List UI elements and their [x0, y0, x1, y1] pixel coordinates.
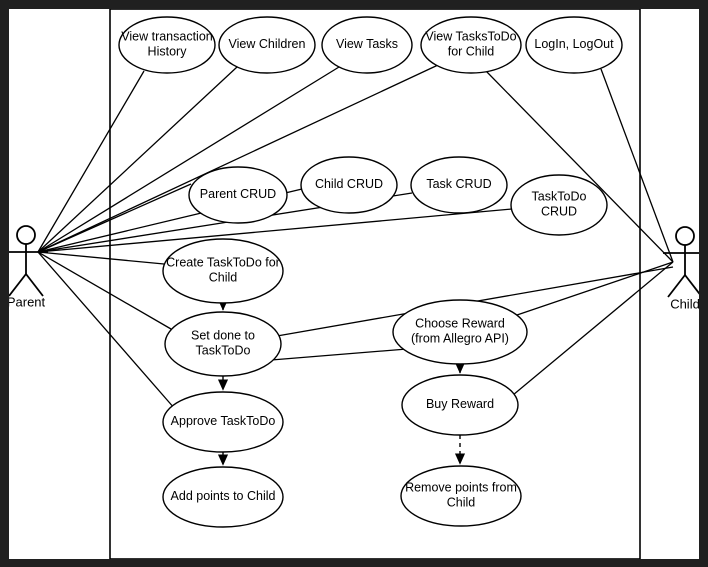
actor-head-icon [675, 226, 695, 246]
actor-left-leg-line [667, 274, 686, 298]
use-case-ellipse-view-tasks[interactable] [321, 16, 413, 74]
system-boundary [109, 9, 641, 559]
association-child-choose-reward [516, 261, 674, 316]
use-case-parent-crud[interactable]: Parent CRUD [188, 166, 288, 224]
use-case-ellipse-view-transaction-history[interactable] [118, 16, 216, 74]
actors-layer[interactable]: Parent Child [9, 225, 699, 311]
use-case-task-crud[interactable]: Task CRUD [410, 156, 508, 214]
actor-parent[interactable]: Parent [9, 225, 48, 309]
use-case-login-logout[interactable]: LogIn, LogOut [525, 16, 623, 74]
use-case-ellipse-view-taskstodo-for-child[interactable] [420, 16, 522, 74]
use-case-buy-reward[interactable]: Buy Reward [401, 374, 519, 436]
use-case-add-points-to-child[interactable]: Add points to Child [162, 466, 284, 528]
system-boundary-rect [109, 9, 641, 559]
association-parent-view-transaction-history [37, 70, 145, 253]
actor-right-leg-line [25, 273, 44, 297]
actor-label-child: Child [670, 296, 699, 311]
actor-right-leg-line [684, 274, 699, 295]
use-case-ellipse-choose-reward[interactable] [392, 299, 528, 365]
use-case-ellipse-task-crud[interactable] [410, 156, 508, 214]
use-case-label-task-crud: Task CRUD [426, 177, 491, 191]
use-case-child-crud[interactable]: Child CRUD [300, 156, 398, 214]
association-parent-view-taskstodo-for-child [37, 64, 439, 253]
association-child-login-logout [600, 68, 674, 263]
association-parent-set-done-to-tasktodo [37, 251, 172, 330]
association-lines-layer [37, 64, 674, 410]
association-choose-reward-set-done [258, 348, 408, 362]
use-case-label-view-tasks: View Tasks [336, 37, 398, 51]
use-case-ellipse-remove-points-from-child[interactable] [400, 465, 522, 527]
use-case-ellipse-add-points-to-child[interactable] [162, 466, 284, 528]
actor-child[interactable]: Child [663, 226, 699, 311]
use-case-ellipse-child-crud[interactable] [300, 156, 398, 214]
association-parent-view-children [37, 66, 238, 253]
actor-label-parent: Parent [9, 294, 46, 309]
use-case-label-parent-crud: Parent CRUD [200, 187, 276, 201]
association-parent-view-tasks [37, 66, 340, 253]
use-case-ellipse-view-children[interactable] [218, 16, 316, 74]
use-case-view-children[interactable]: View Children [218, 16, 316, 74]
use-case-label-choose-reward: Choose Reward(from Allegro API) [411, 317, 509, 346]
use-case-label-approve-tasktodo: Approve TaskToDo [171, 414, 276, 428]
use-case-ellipse-create-tasktodo-for-child[interactable] [162, 238, 284, 304]
association-child-view-taskstodo-for-child [485, 70, 674, 263]
use-case-choose-reward[interactable]: Choose Reward(from Allegro API) [392, 299, 528, 365]
flow-arrows-layer [217, 299, 466, 466]
association-parent-parent-crud [37, 183, 192, 253]
use-case-label-login-logout: LogIn, LogOut [534, 37, 614, 51]
association-parent-tasktodo-crud [37, 208, 513, 253]
use-case-label-buy-reward: Buy Reward [426, 397, 494, 411]
association-parent-create-tasktodo-for-child [37, 251, 165, 265]
use-case-ellipse-tasktodo-crud[interactable] [510, 174, 608, 236]
use-case-ellipse-login-logout[interactable] [525, 16, 623, 74]
use-case-label-child-crud: Child CRUD [315, 177, 383, 191]
use-case-label-add-points-to-child: Add points to Child [171, 489, 276, 503]
use-case-ellipse-buy-reward[interactable] [401, 374, 519, 436]
use-case-label-view-children: View Children [229, 37, 306, 51]
actor-head-icon [16, 225, 36, 245]
association-child-buy-reward [512, 261, 674, 396]
association-parent-approve-tasktodo [37, 251, 176, 410]
use-case-ellipse-set-done-to-tasktodo[interactable] [164, 311, 282, 377]
actor-left-leg-line [9, 273, 27, 297]
use-case-view-tasks[interactable]: View Tasks [321, 16, 413, 74]
use-case-ellipse-approve-tasktodo[interactable] [162, 391, 284, 453]
use-case-ellipse-parent-crud[interactable] [188, 166, 288, 224]
use-case-approve-tasktodo[interactable]: Approve TaskToDo [162, 391, 284, 453]
